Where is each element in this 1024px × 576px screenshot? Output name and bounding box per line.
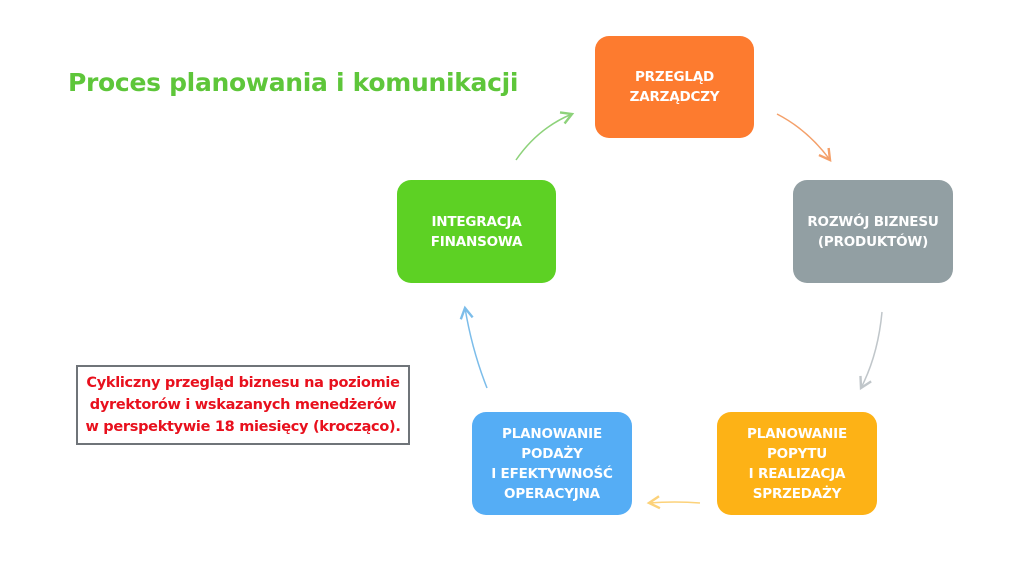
arrow-integracja-to-przeglad: [515, 111, 575, 161]
cycle-step-planowanie-podazy: PLANOWANIE PODAŻY I EFEKTYWNOŚĆ OPERACYJ…: [472, 412, 632, 515]
step-label: PLANOWANIE PODAŻY I EFEKTYWNOŚĆ OPERACYJ…: [491, 425, 613, 502]
step-label: ROZWÓJ BIZNESU (PRODUKTÓW): [807, 213, 939, 250]
arrow-przeglad-to-rozwoj: [776, 113, 832, 162]
arrow-popyt-to-podaz: [646, 495, 701, 510]
cycle-step-integracja-finansowa: INTEGRACJA FINANSOWA: [397, 180, 556, 283]
step-label: PRZEGLĄD ZARZĄDCZY: [629, 69, 720, 105]
cycle-step-przeglad-zarzadczy: PRZEGLĄD ZARZĄDCZY: [595, 36, 754, 138]
cycle-step-rozwoj-biznesu: ROZWÓJ BIZNESU (PRODUKTÓW): [793, 180, 953, 283]
arrow-rozwoj-to-popyt: [859, 311, 883, 391]
note-box: Cykliczny przegląd biznesu na poziomie d…: [76, 365, 410, 445]
arrow-podaz-to-integracja: [459, 305, 488, 389]
step-label: INTEGRACJA FINANSOWA: [430, 213, 523, 250]
cycle-step-planowanie-popytu: PLANOWANIE POPYTU I REALIZACJA SPRZEDAŻY: [717, 412, 877, 515]
page-title: Proces planowania i komunikacji: [68, 68, 519, 97]
step-label: PLANOWANIE POPYTU I REALIZACJA SPRZEDAŻY: [747, 425, 847, 502]
